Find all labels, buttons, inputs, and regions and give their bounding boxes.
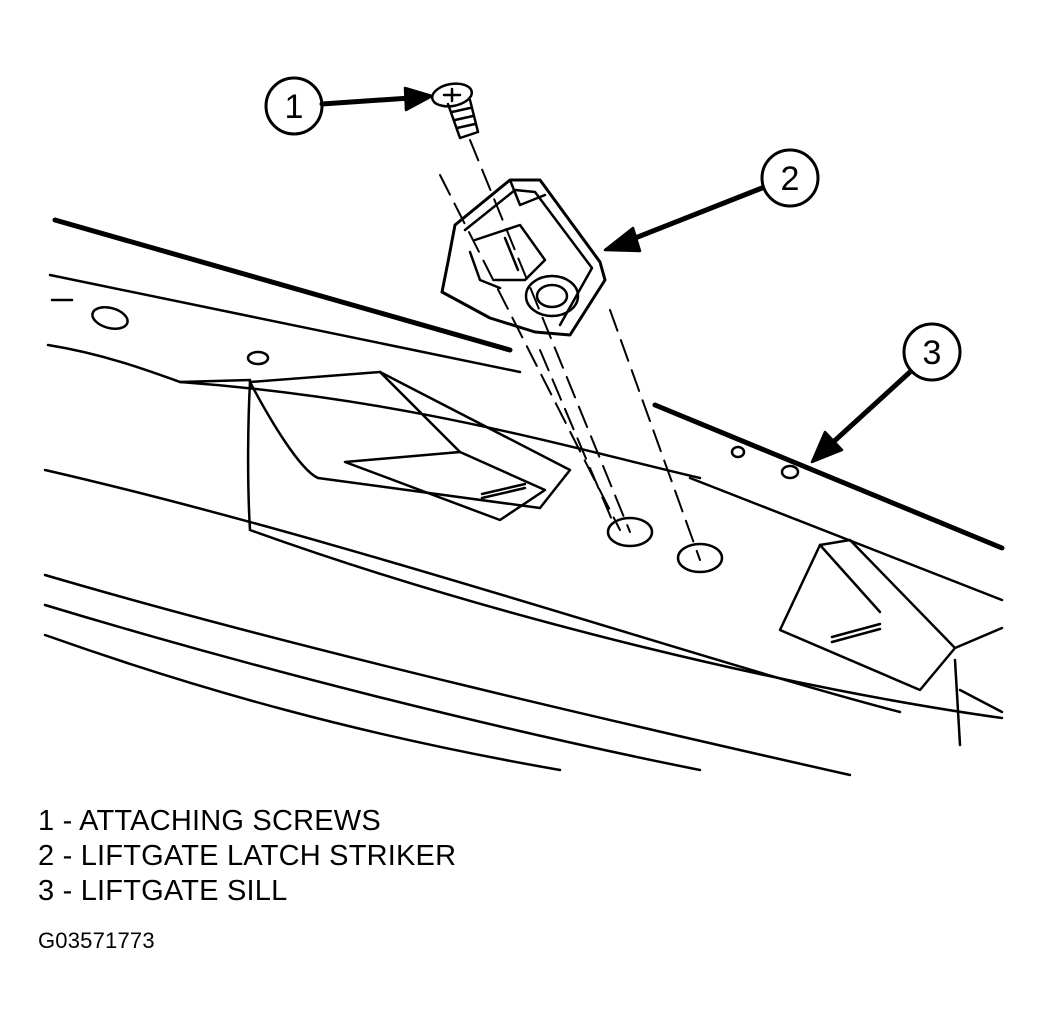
callout-number: 1 <box>285 88 304 126</box>
liftgate-sill <box>43 217 1005 777</box>
callout-number: 2 <box>781 160 800 198</box>
installation-guide-lines <box>439 139 701 561</box>
callout-1: 1 <box>264 76 434 136</box>
legend-item-liftgate-sill: 3 - LIFTGATE SILL <box>38 875 288 907</box>
screw-holes <box>606 516 724 574</box>
callout-number: 3 <box>923 334 942 372</box>
callout-2: 2 <box>603 148 820 253</box>
legend-item-attaching-screws: 1 - ATTACHING SCREWS <box>38 805 381 837</box>
liftgate-latch-striker <box>440 178 607 337</box>
legend: 1 - ATTACHING SCREWS 2 - LIFTGATE LATCH … <box>38 804 456 909</box>
figure-id: G03571773 <box>38 928 155 953</box>
liftgate-latch-striker-diagram: 1 2 3 <box>43 76 1005 777</box>
callout-3: 3 <box>810 322 962 464</box>
legend-item-liftgate-latch-striker: 2 - LIFTGATE LATCH STRIKER <box>38 840 457 872</box>
attaching-screw <box>430 82 480 140</box>
